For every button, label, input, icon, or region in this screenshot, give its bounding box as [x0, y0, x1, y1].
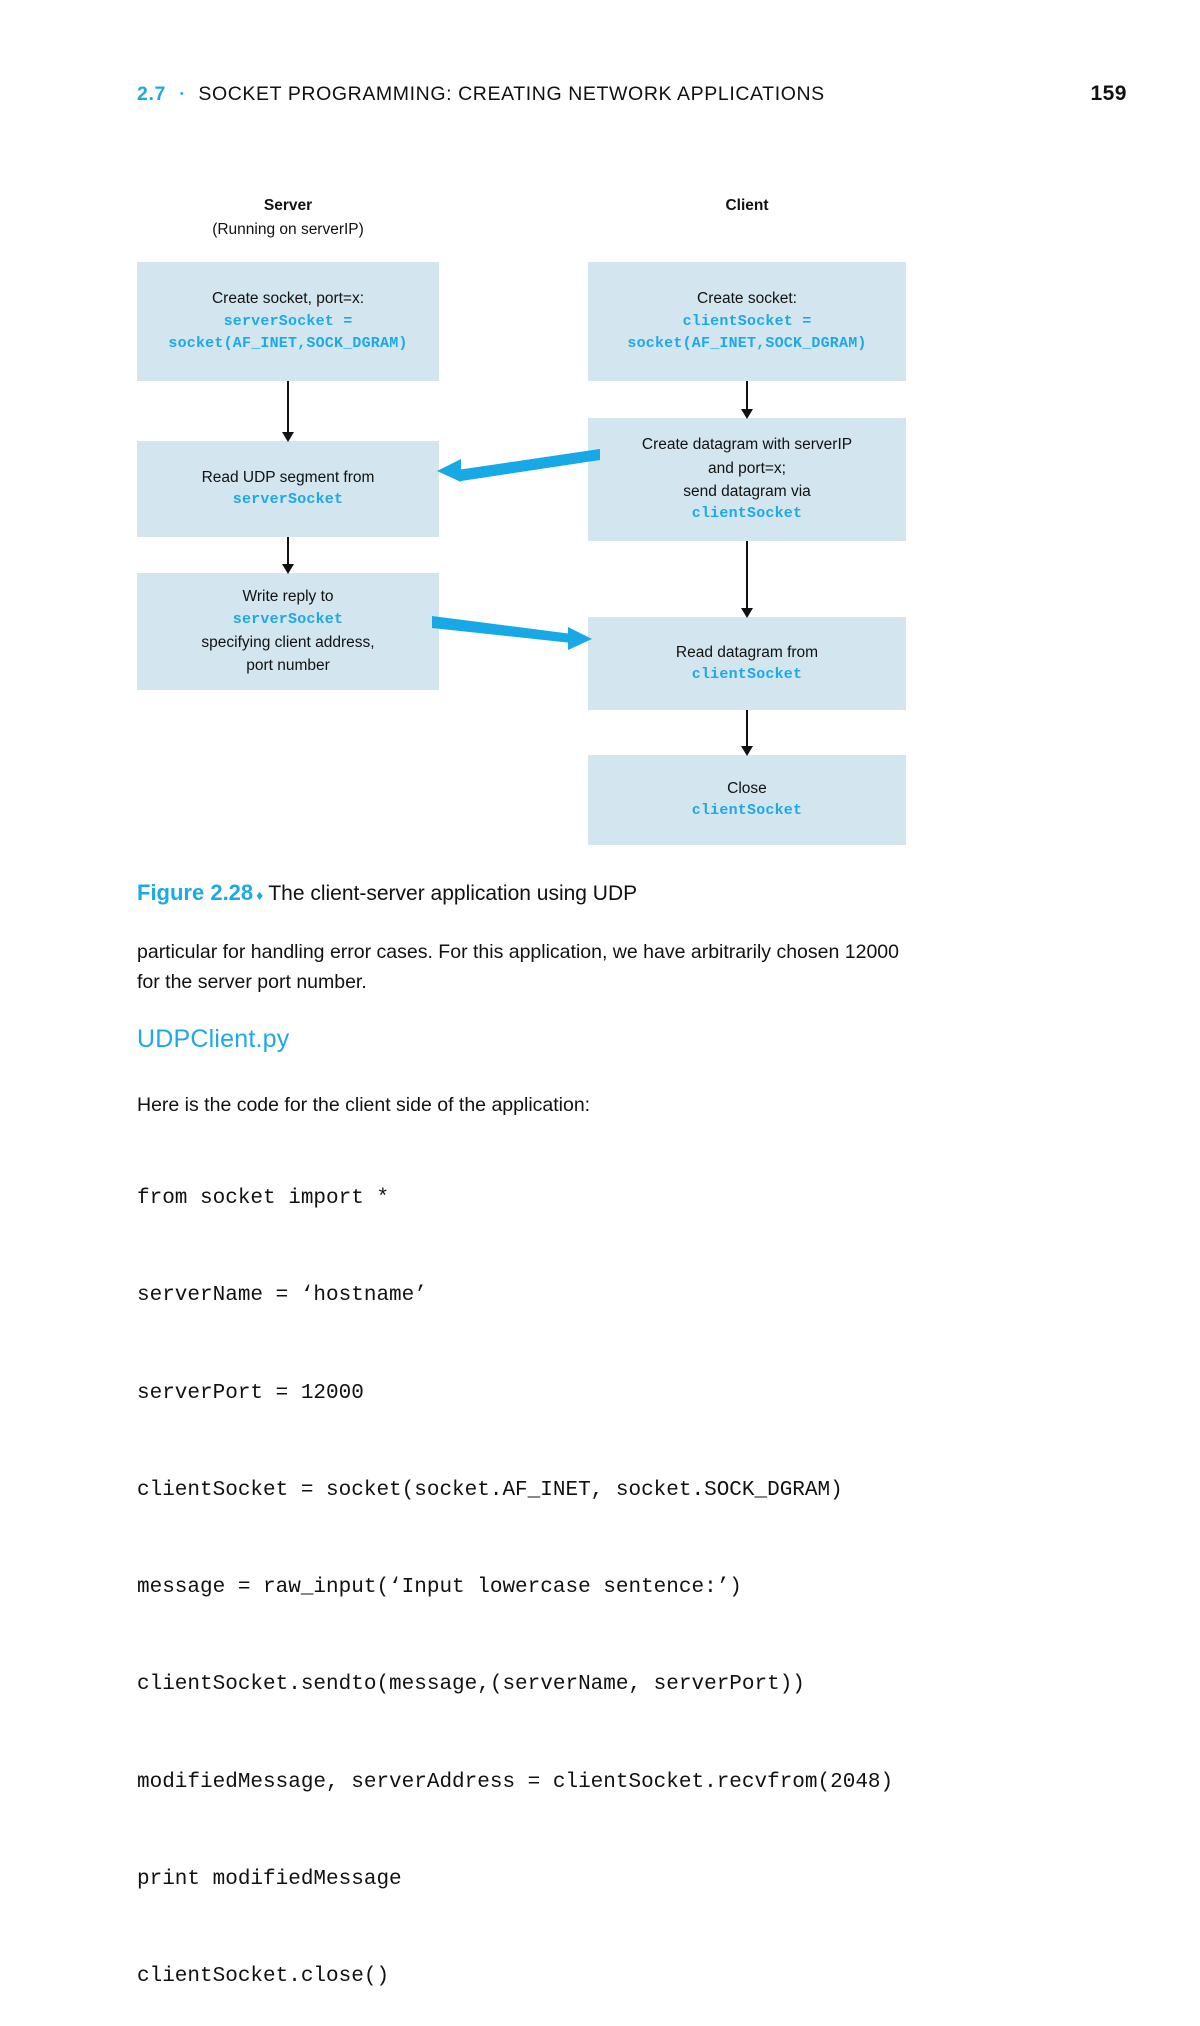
body-paragraph-1: particular for handling error cases. For…: [137, 941, 899, 994]
server-column-subtitle: (Running on serverIP): [212, 221, 364, 239]
flow-box-line: Create socket, port=x:: [211, 290, 365, 308]
code-line: print modifiedMessage: [137, 1868, 402, 1892]
code-block-udpclient: from socket import * serverName = ‘hostn…: [137, 1118, 1037, 2026]
figure-caption: Figure 2.28♦The client-server applicatio…: [137, 880, 637, 906]
server-column-header: Server (Running on serverIP): [137, 194, 439, 242]
flow-box-code-line: clientSocket: [691, 802, 803, 820]
flow-box-code-line: clientSocket: [691, 505, 803, 523]
flow-box-code-line: clientSocket: [691, 665, 803, 683]
figure-caption-text: The client-server application using UDP: [268, 882, 638, 905]
flow-box-code-line: serverSocket: [232, 610, 344, 628]
flow-box-client-create-datagram: Create datagram with serverIP and port=x…: [588, 418, 906, 541]
flow-box-code-line: serverSocket: [232, 491, 344, 509]
server-column-title: Server: [263, 197, 313, 214]
flow-box-client-create-socket: Create socket: clientSocket = socket(AF_…: [588, 262, 906, 381]
code-line: modifiedMessage, serverAddress = clientS…: [137, 1770, 894, 1794]
flow-arrow-reply-server-to-client: [432, 616, 592, 650]
code-line: from socket import *: [137, 1186, 390, 1210]
caption-diamond-icon: ♦: [256, 887, 264, 903]
code-line: serverPort = 12000: [137, 1381, 364, 1405]
running-head: 2.7 • SOCKET PROGRAMMING: CREATING NETWO…: [137, 82, 1127, 106]
flow-arrow-down-server-1: [282, 381, 294, 442]
flow-box-line: send datagram via: [683, 482, 811, 500]
flow-box-line: Write reply to: [242, 588, 334, 606]
flow-box-code-line: socket(AF_INET,SOCK_DGRAM): [168, 335, 408, 353]
running-head-title: SOCKET PROGRAMMING: CREATING NETWORK APP…: [198, 83, 825, 105]
flow-box-line: Read UDP segment from: [201, 469, 375, 487]
code-line: clientSocket = socket(socket.AF_INET, so…: [137, 1478, 843, 1502]
flow-arrow-down-client-2: [741, 541, 753, 618]
flow-box-server-write-reply: Write reply to serverSocket specifying c…: [137, 573, 439, 690]
flow-arrow-down-client-3: [741, 710, 753, 756]
flow-arrow-down-server-2: [282, 537, 294, 574]
page-number: 159: [1090, 82, 1127, 105]
flow-box-code-line: socket(AF_INET,SOCK_DGRAM): [627, 335, 867, 353]
section-heading-udpclient: UDPClient.py: [137, 1025, 290, 1053]
flow-box-line: Create socket:: [697, 290, 797, 308]
flow-box-server-read-udp-segment: Read UDP segment from serverSocket: [137, 441, 439, 537]
flow-box-line: Create datagram with serverIP: [641, 436, 853, 454]
client-column-title: Client: [725, 197, 769, 214]
body-paragraph-2: Here is the code for the client side of …: [137, 1094, 591, 1116]
bullet-diamond-icon: •: [179, 88, 185, 100]
flow-arrow-down-client-1: [741, 381, 753, 419]
code-line: message = raw_input(‘Input lowercase sen…: [137, 1576, 742, 1600]
code-line: clientSocket.sendto(message,(serverName,…: [137, 1673, 805, 1697]
client-column-header: Client: [588, 194, 906, 218]
flow-arrow-datagram-client-to-server: [437, 448, 600, 486]
flow-box-line: Read datagram from: [675, 643, 819, 661]
code-line: serverName = ‘hostname’: [137, 1284, 427, 1308]
flow-box-line: and port=x;: [708, 459, 786, 477]
flow-box-client-close: Close clientSocket: [588, 755, 906, 845]
flow-box-line: Close: [727, 780, 767, 798]
running-head-section-number: 2.7: [137, 83, 166, 105]
figure-2-28-diagram: Server (Running on serverIP) Client Crea…: [0, 0, 1200, 870]
figure-caption-label: Figure 2.28: [137, 880, 254, 905]
flow-box-line: port number: [246, 657, 330, 675]
code-line: clientSocket.close(): [137, 1965, 390, 1989]
flow-box-client-read-datagram: Read datagram from clientSocket: [588, 617, 906, 710]
flow-box-code-line: clientSocket =: [682, 312, 812, 330]
flow-box-server-create-socket: Create socket, port=x: serverSocket = so…: [137, 262, 439, 381]
flow-box-line: specifying client address,: [201, 634, 375, 652]
flow-box-code-line: serverSocket =: [223, 312, 353, 330]
